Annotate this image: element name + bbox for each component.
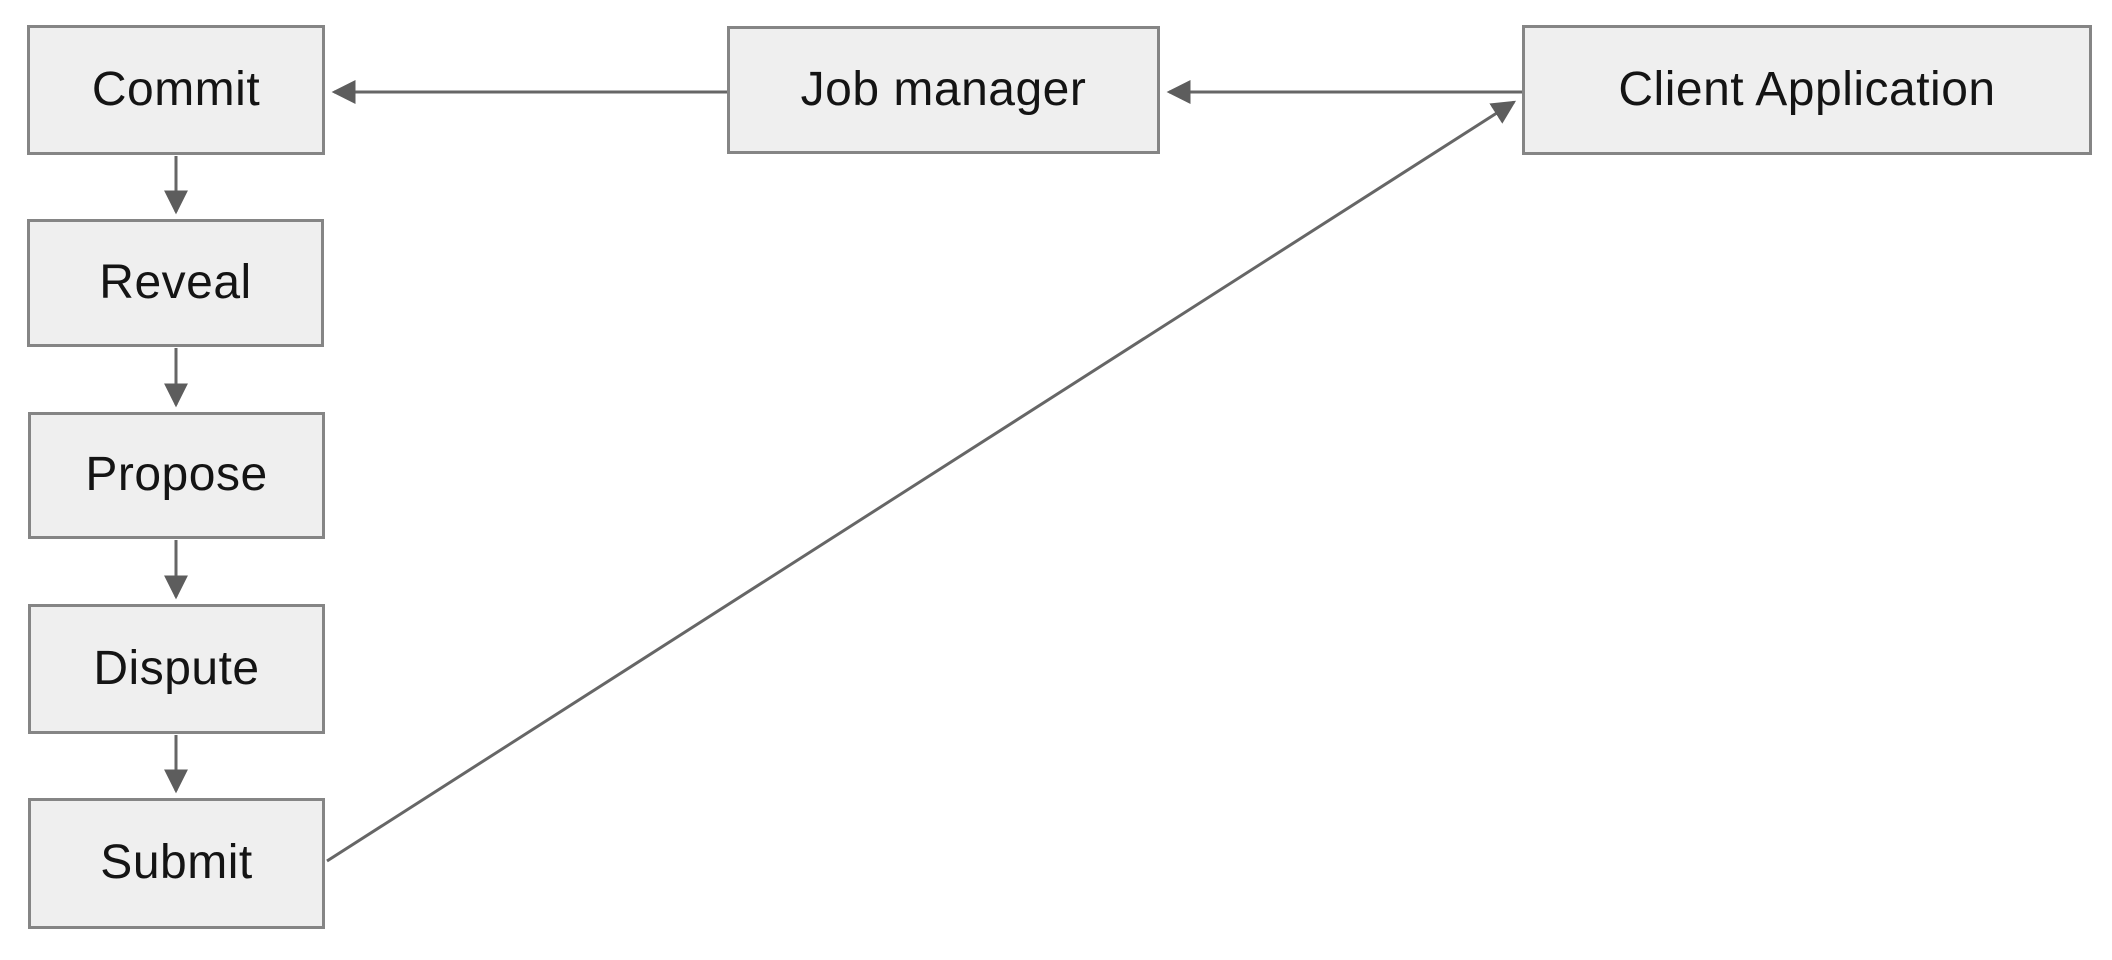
node-commit: Commit <box>27 25 325 155</box>
node-client-label: Client Application <box>1618 62 1996 116</box>
node-jobmanager-label: Job manager <box>800 62 1087 116</box>
node-submit-label: Submit <box>100 836 253 890</box>
node-jobmanager: Job manager <box>727 26 1160 154</box>
node-commit-label: Commit <box>91 62 261 116</box>
node-dispute: Dispute <box>28 604 325 734</box>
node-submit: Submit <box>28 798 325 929</box>
node-client: Client Application <box>1522 25 2092 155</box>
node-dispute-label: Dispute <box>93 641 260 695</box>
node-propose-label: Propose <box>85 448 268 502</box>
node-propose: Propose <box>28 412 325 539</box>
node-reveal-label: Reveal <box>99 255 252 309</box>
edge-submit-to-client-arrow <box>326 100 1517 863</box>
node-reveal: Reveal <box>27 219 324 347</box>
